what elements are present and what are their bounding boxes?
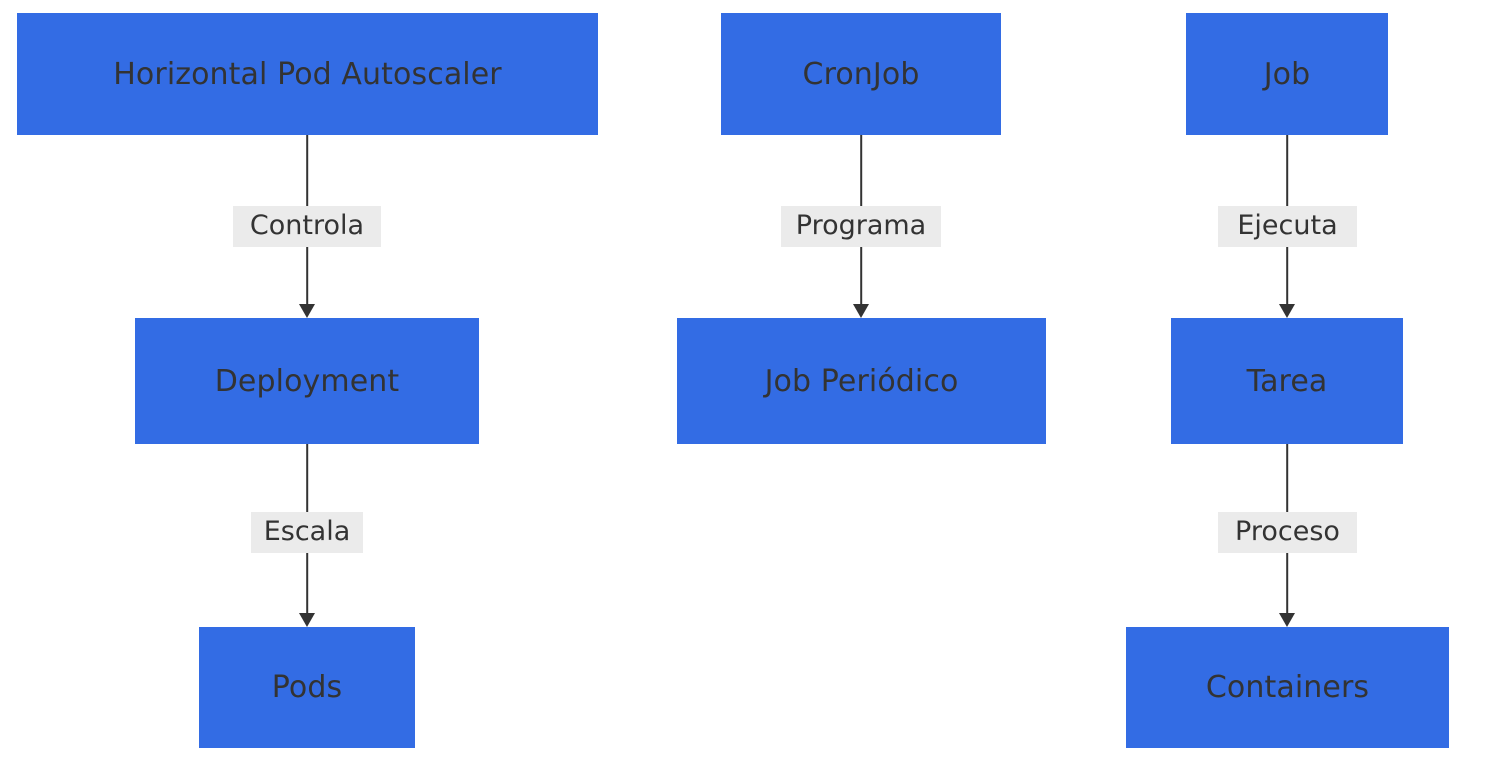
node-label-pods: Pods	[271, 670, 343, 705]
node-tarea[interactable]: Tarea	[1171, 318, 1403, 444]
node-label-containers: Containers	[1205, 670, 1370, 705]
node-horizontal-pod-autoscaler[interactable]: Horizontal Pod Autoscaler	[17, 13, 598, 135]
node-label-horizontal-pod-autoscaler: Horizontal Pod Autoscaler	[113, 56, 502, 92]
node-job-periodico[interactable]: Job Periódico	[677, 318, 1046, 444]
node-pods[interactable]: Pods	[199, 627, 415, 748]
arrowhead-icon	[299, 613, 315, 627]
node-cronjob[interactable]: CronJob	[721, 13, 1001, 135]
node-job[interactable]: Job	[1186, 13, 1388, 135]
arrowhead-icon	[299, 304, 315, 318]
arrowhead-icon	[1279, 304, 1295, 318]
node-deployment[interactable]: Deployment	[135, 318, 479, 444]
edge-label-ejecuta: Ejecuta	[1218, 206, 1357, 248]
arrowhead-icon	[1279, 613, 1295, 627]
arrowhead-icon	[853, 304, 869, 318]
edge-label-programa: Programa	[781, 206, 941, 248]
node-label-cronjob: CronJob	[802, 56, 920, 92]
node-label-deployment: Deployment	[214, 363, 400, 399]
edge-label-escala: Escala	[251, 512, 363, 554]
edge-label-proceso: Proceso	[1218, 512, 1357, 554]
node-label-tarea: Tarea	[1246, 363, 1328, 399]
node-containers[interactable]: Containers	[1126, 627, 1449, 748]
node-label-job: Job	[1263, 56, 1311, 92]
node-label-job-periodico: Job Periódico	[764, 363, 959, 399]
edge-label-controla: Controla	[233, 206, 381, 248]
